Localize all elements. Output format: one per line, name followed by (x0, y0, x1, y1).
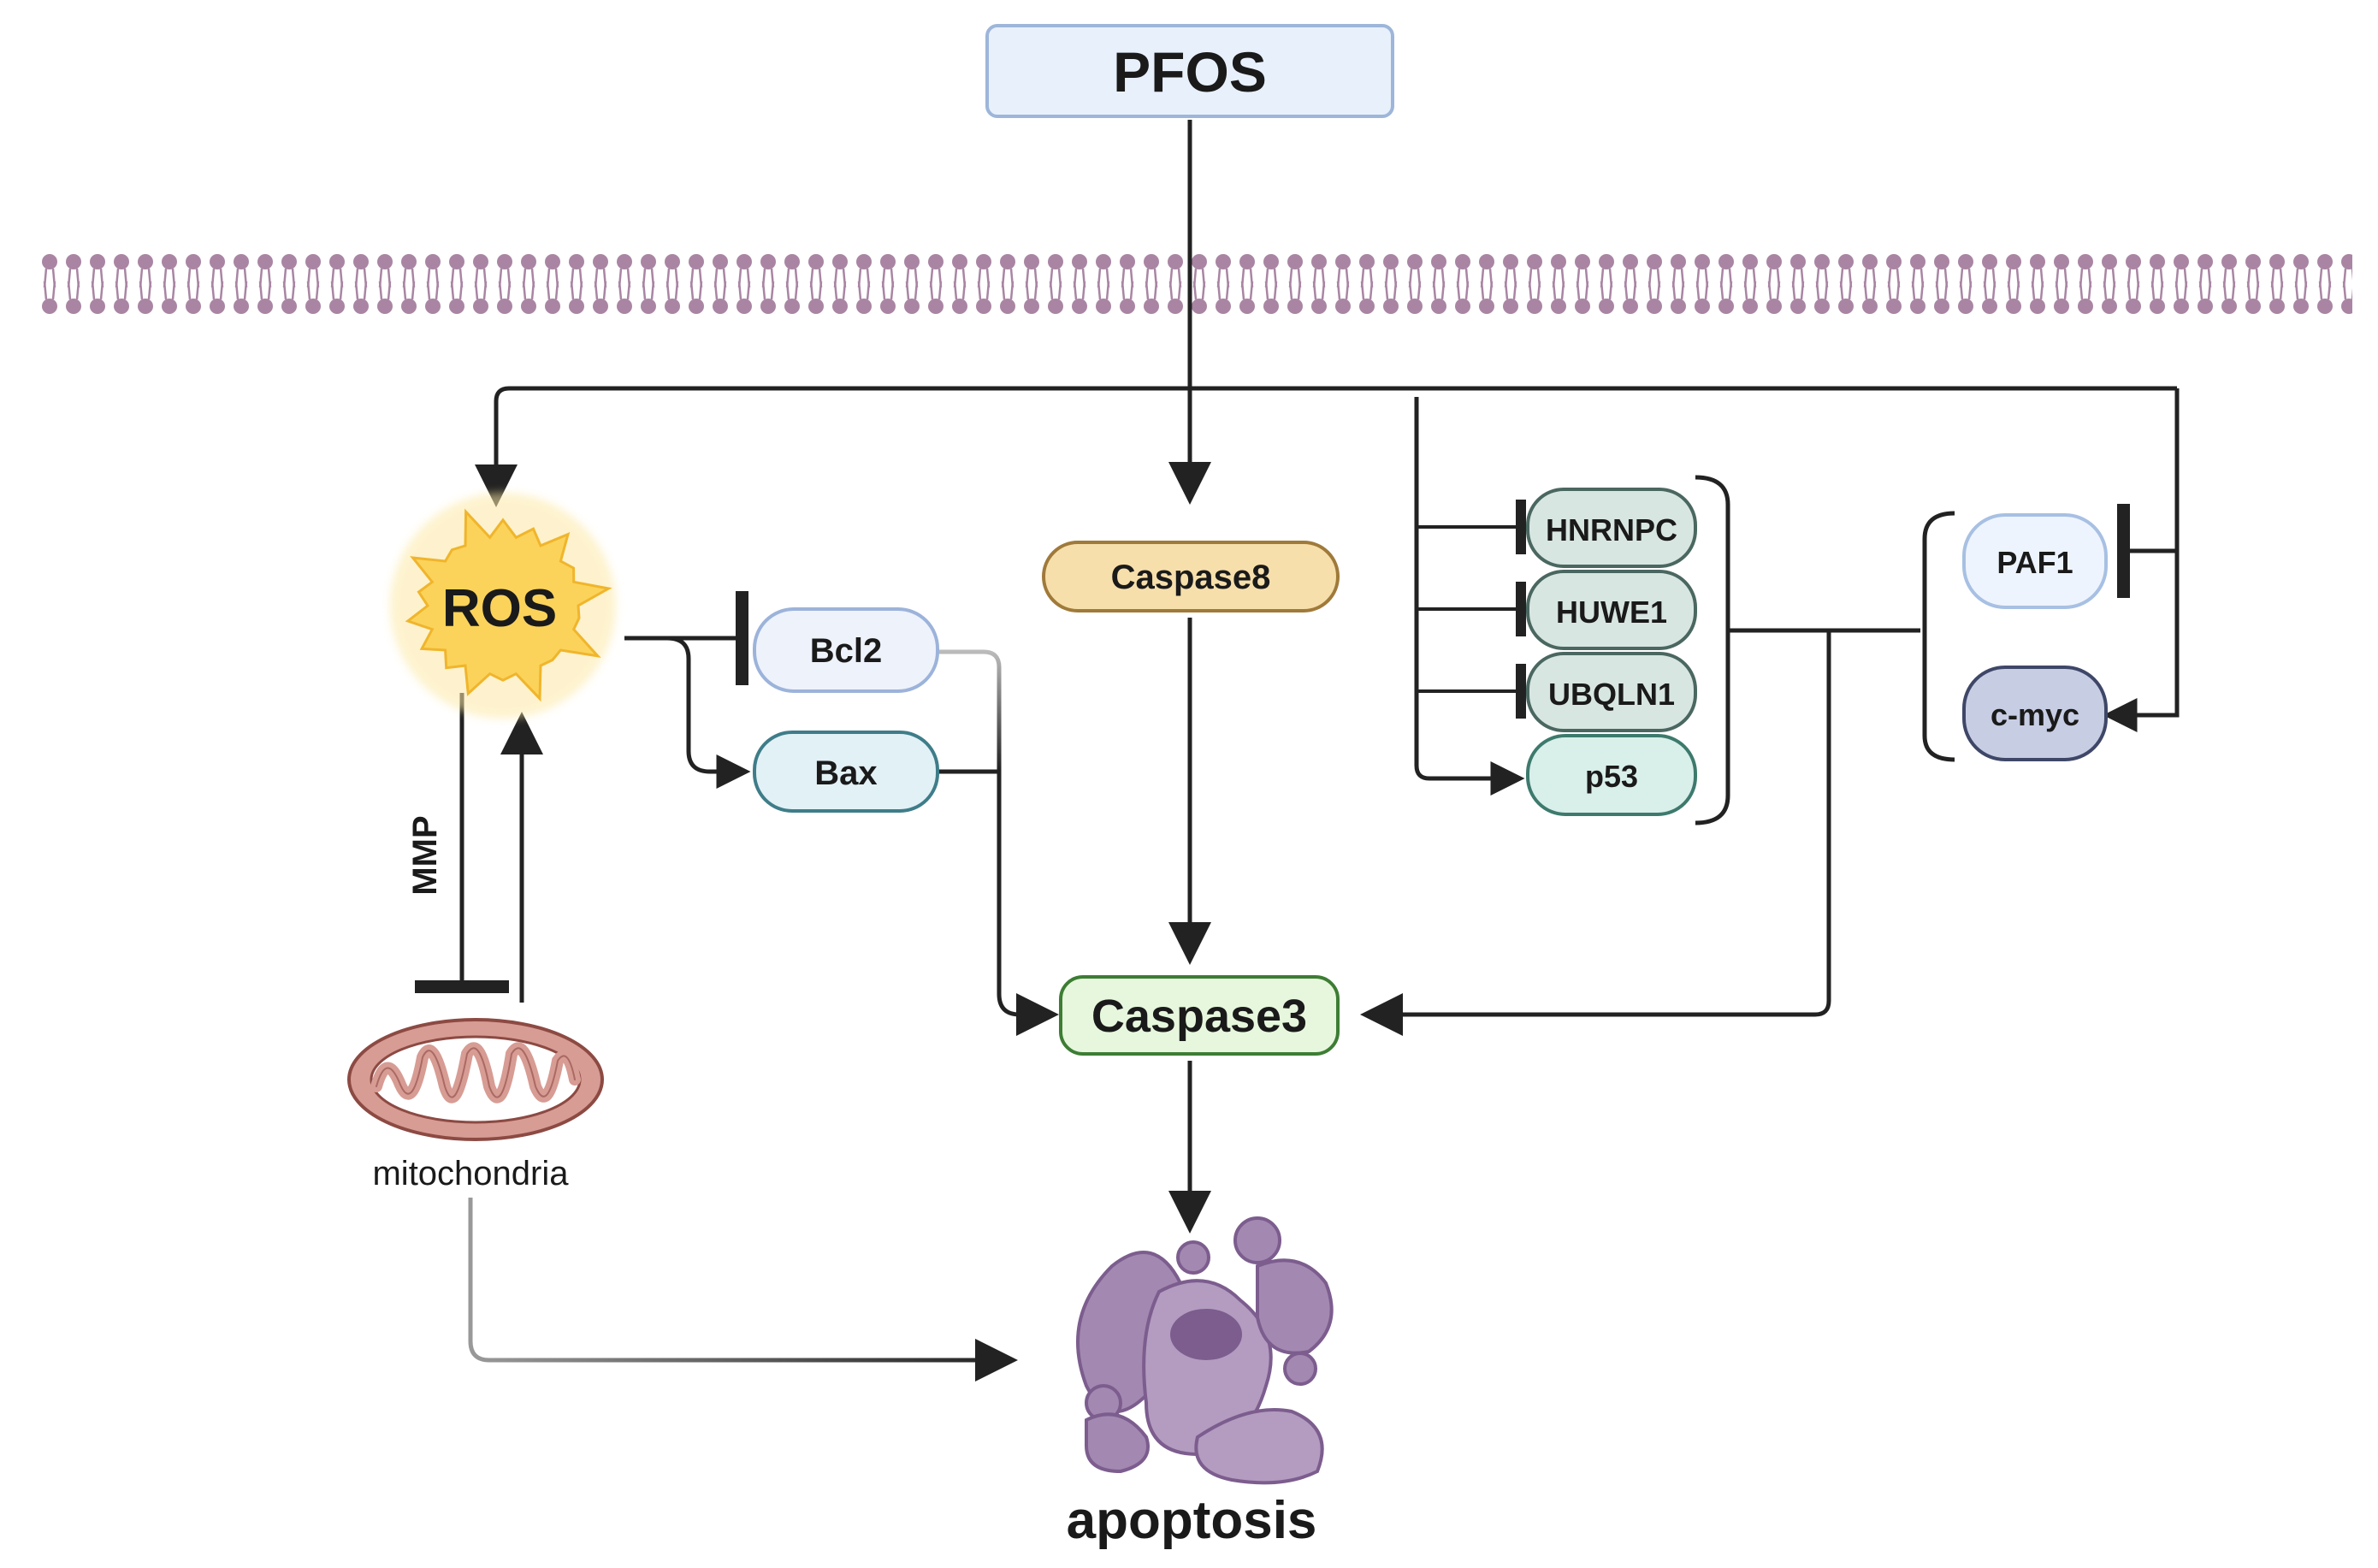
apoptosis-label: apoptosis (1067, 1491, 1317, 1550)
ros-label: ROS (442, 579, 557, 638)
mitochondria-label: mitochondria (372, 1155, 569, 1192)
huwe1-label: HUWE1 (1556, 595, 1667, 630)
cell-membrane (34, 253, 2352, 323)
bcl2-to-caspase3-line (938, 649, 1002, 770)
caspase3-label: Caspase3 (1091, 991, 1307, 1042)
connector-lines (415, 120, 2180, 1234)
mmp-label: MMP (406, 815, 444, 895)
paf1-cmyc-bracket (1922, 511, 1955, 762)
bax-label: Bax (814, 754, 877, 792)
cmyc-node: c-myc (1962, 666, 2108, 761)
ros-node: ROS (390, 493, 616, 719)
ros-burst-shape (405, 508, 612, 702)
ros-to-bax-arrow (666, 636, 751, 789)
bcl2-node: Bcl2 (753, 607, 939, 693)
mitochondria-to-apoptosis-arrow (468, 1198, 1018, 1382)
mitochondria-icon (347, 1018, 604, 1141)
apoptosis-icon (1076, 1216, 1334, 1485)
protein-stack-bracket (1695, 475, 1730, 825)
paf1-cmyc-group: PAF1 c-myc (1922, 511, 2108, 762)
bax-node: Bax (753, 731, 939, 813)
paf1-node: PAF1 (1962, 513, 2108, 609)
protein-stack: HNRNPC HUWE1 UBQLN1 p53 (1526, 475, 1730, 825)
paf1-label: PAF1 (1996, 545, 2073, 580)
caspase8-node: Caspase8 (1042, 541, 1340, 612)
caspase8-label: Caspase8 (1111, 559, 1271, 596)
pfos-to-cmyc-arrow (2103, 388, 2180, 732)
pfos-node: PFOS (985, 24, 1394, 118)
proteins-to-caspase3-arrow (1369, 628, 1920, 1015)
hnrnpc-label: HNRNPC (1546, 512, 1677, 547)
ubqln1-label: UBQLN1 (1548, 677, 1675, 712)
p53-label: p53 (1585, 759, 1638, 794)
protein-group-vertical (1414, 397, 1525, 796)
ubqln1-node: UBQLN1 (1526, 652, 1697, 732)
bcl2-label: Bcl2 (810, 632, 883, 670)
caspase3-node: Caspase3 (1059, 975, 1340, 1056)
bax-to-caspase3-arrow (938, 769, 1059, 1036)
cmyc-label: c-myc (1991, 697, 2079, 732)
huwe1-node: HUWE1 (1526, 570, 1697, 650)
pfos-to-ros-arrow (475, 386, 1190, 507)
hnrnpc-node: HNRNPC (1526, 488, 1697, 568)
pfos-label: PFOS (1113, 40, 1267, 104)
p53-node: p53 (1526, 734, 1697, 816)
